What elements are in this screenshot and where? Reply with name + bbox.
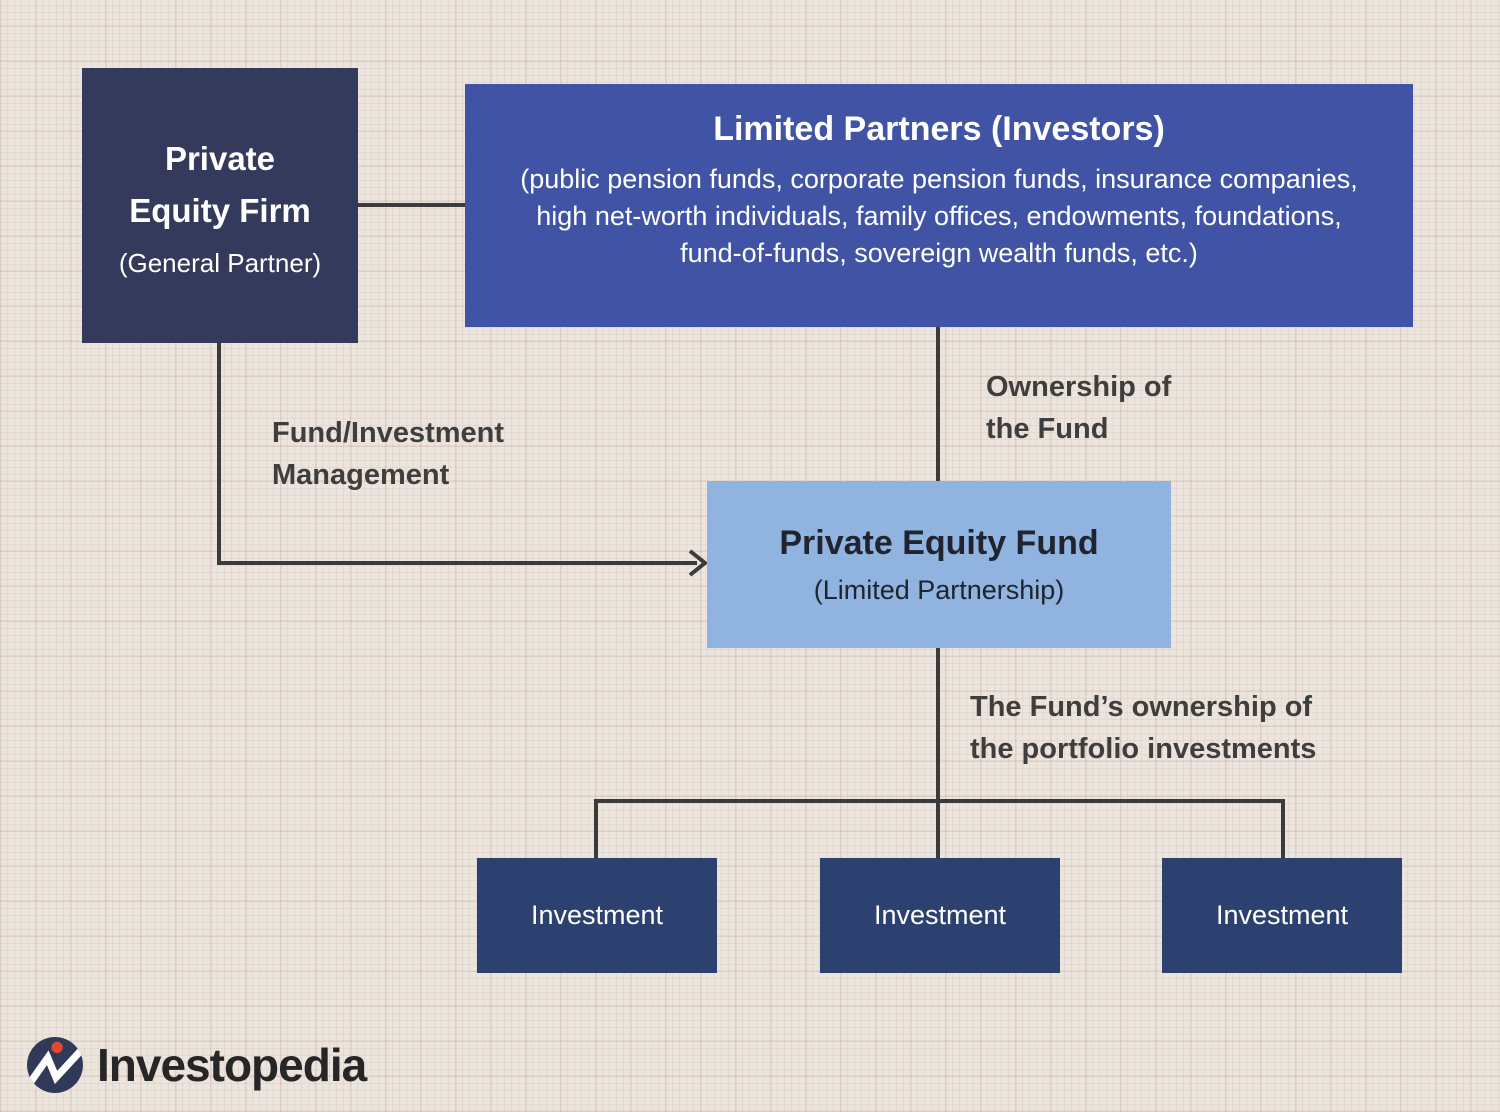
node-private-equity-firm: Private Equity Firm (General Partner) [82,68,358,343]
edge-firm-to-fund [217,343,697,565]
firm-title: Private Equity Firm [129,139,311,229]
node-investment-2: Investment [820,858,1060,973]
label-ownership-of-fund: Ownership of the Fund [986,371,1172,445]
node-private-equity-fund: Private Equity Fund (Limited Partnership… [707,481,1171,648]
investopedia-wordmark: Investopedia [97,1039,367,1091]
fund-title: Private Equity Fund [779,524,1099,562]
arrowhead-icon [688,549,709,577]
investment-label: Investment [873,900,1007,930]
bracket-investments [594,799,1285,858]
firm-subtitle: (General Partner) [118,247,322,278]
label-fund-investment-management: Fund/Investment Management [272,417,505,491]
fund-subtitle: (Limited Partnership) [813,575,1065,605]
investopedia-logo-icon [27,1037,83,1093]
node-investment-3: Investment [1162,858,1402,973]
limited-partners-description: (public pension funds, corporate pension… [520,164,1358,268]
node-investment-1: Investment [477,858,717,973]
investment-label: Investment [530,900,664,930]
limited-partners-title: Limited Partners (Investors) [713,110,1165,148]
node-limited-partners: Limited Partners (Investors) (public pen… [465,84,1413,327]
label-portfolio-ownership: The Fund’s ownership of the portfolio in… [970,691,1317,765]
investopedia-logo: Investopedia [26,1036,367,1094]
investment-label: Investment [1215,900,1349,930]
